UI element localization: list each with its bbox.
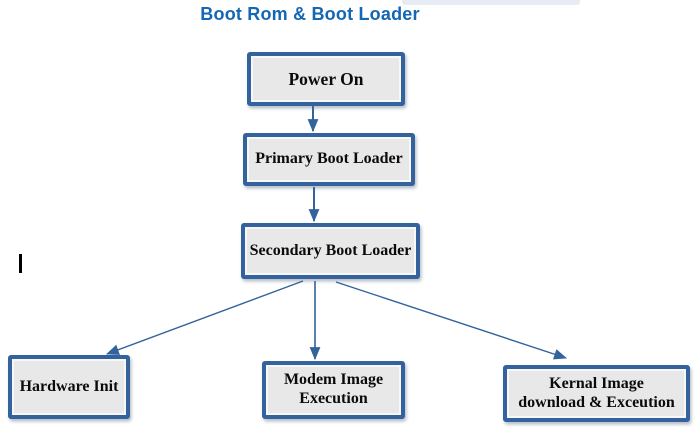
node-power-on: Power On <box>247 52 405 106</box>
edge-secondary-to-kernal <box>335 281 568 360</box>
node-kernal-image-download: Kernal Image download & Exceution <box>503 365 690 422</box>
node-modem-image-execution-label: Modem Image Execution <box>283 371 384 407</box>
node-hardware-init: Hardware Init <box>8 355 130 419</box>
node-hardware-init-label: Hardware Init <box>19 377 119 395</box>
text-cursor-artifact <box>19 254 22 273</box>
diagram-title: Boot Rom & Boot Loader <box>200 4 420 24</box>
node-kernal-image-download-label: Kernal Image download & Exceution <box>518 374 675 411</box>
node-secondary-boot-loader: Secondary Boot Loader <box>241 223 420 279</box>
node-primary-boot-loader: Primary Boot Loader <box>243 133 415 186</box>
node-power-on-label: Power On <box>288 68 364 89</box>
edge-secondary-to-hardware <box>105 280 304 355</box>
top-edge-artifact <box>402 0 580 5</box>
node-primary-boot-loader-label: Primary Boot Loader <box>255 150 403 168</box>
node-secondary-boot-loader-label: Secondary Boot Loader <box>249 241 412 259</box>
node-modem-image-execution: Modem Image Execution <box>262 361 405 419</box>
